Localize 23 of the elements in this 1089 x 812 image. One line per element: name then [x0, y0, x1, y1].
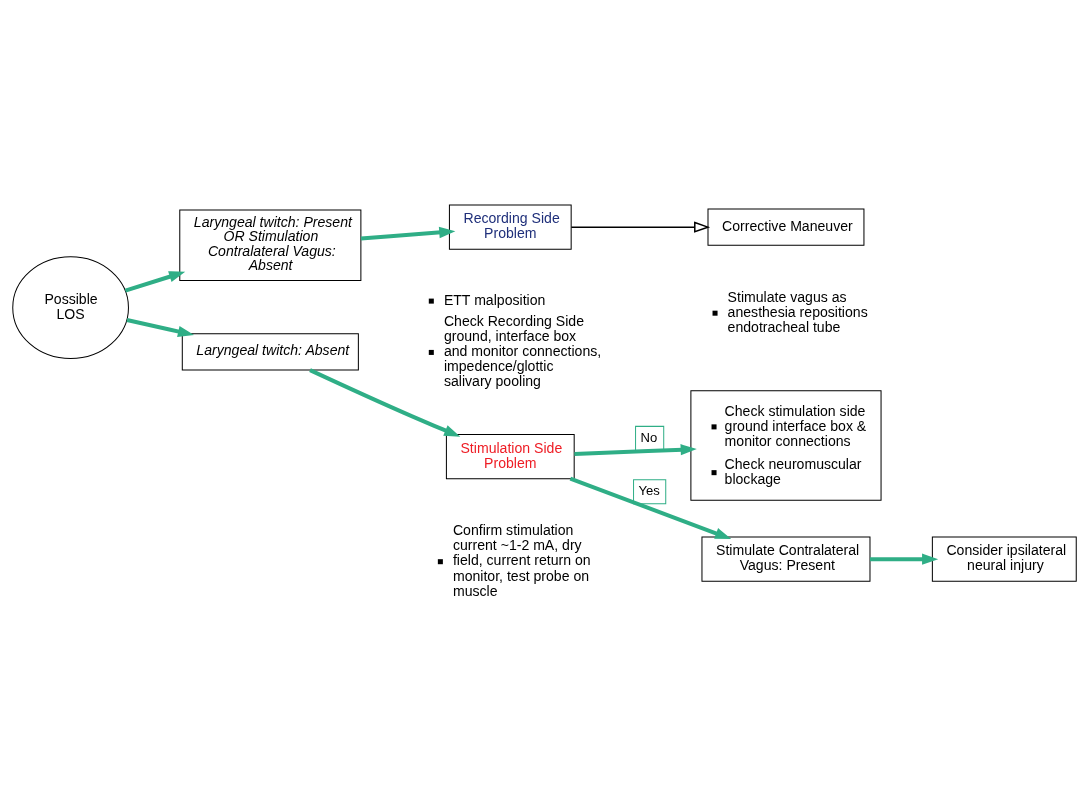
edge-label: Yes	[638, 483, 660, 499]
arrow	[574, 444, 697, 456]
node-label: Confirm stimulation current ~1-2 mA, dry field, current return on monitor, test probe on muscle	[452, 522, 591, 599]
arrow	[870, 553, 939, 565]
arrow	[360, 226, 456, 241]
arrow	[569, 476, 732, 540]
node-ellipse: Possible LOS	[12, 256, 129, 359]
node-box: Laryngeal twitch: Absent	[181, 333, 359, 371]
edge-label: No	[640, 429, 658, 445]
arrow	[124, 271, 186, 293]
node-box: Laryngeal twitch: Present OR Stimulation Contralateral Vagus: Absent	[179, 209, 362, 281]
node-box: Check stimulation side ground interface box & monitor connections Check neuromuscular blockage	[690, 390, 882, 501]
node-box: Corrective Maneuver	[707, 208, 865, 246]
node-box: Stimulate Contralateral Vagus: Present	[701, 536, 871, 582]
node-label: Stimulate vagus as anesthesia repositions endotracheal tube	[727, 288, 868, 335]
arrow	[126, 318, 195, 338]
node-box: Recording Side Problem	[448, 204, 572, 250]
node-label: ETT malposition	[443, 291, 546, 308]
node-box: Consider ipsilateral neural injury	[931, 536, 1077, 582]
arrow	[570, 221, 711, 233]
arrow	[309, 368, 461, 437]
node-label: Check Recording Side ground, interface box and monitor connections, impedence/glottic salivary pooling	[443, 312, 602, 390]
node-box: Stimulation Side Problem	[445, 433, 575, 480]
